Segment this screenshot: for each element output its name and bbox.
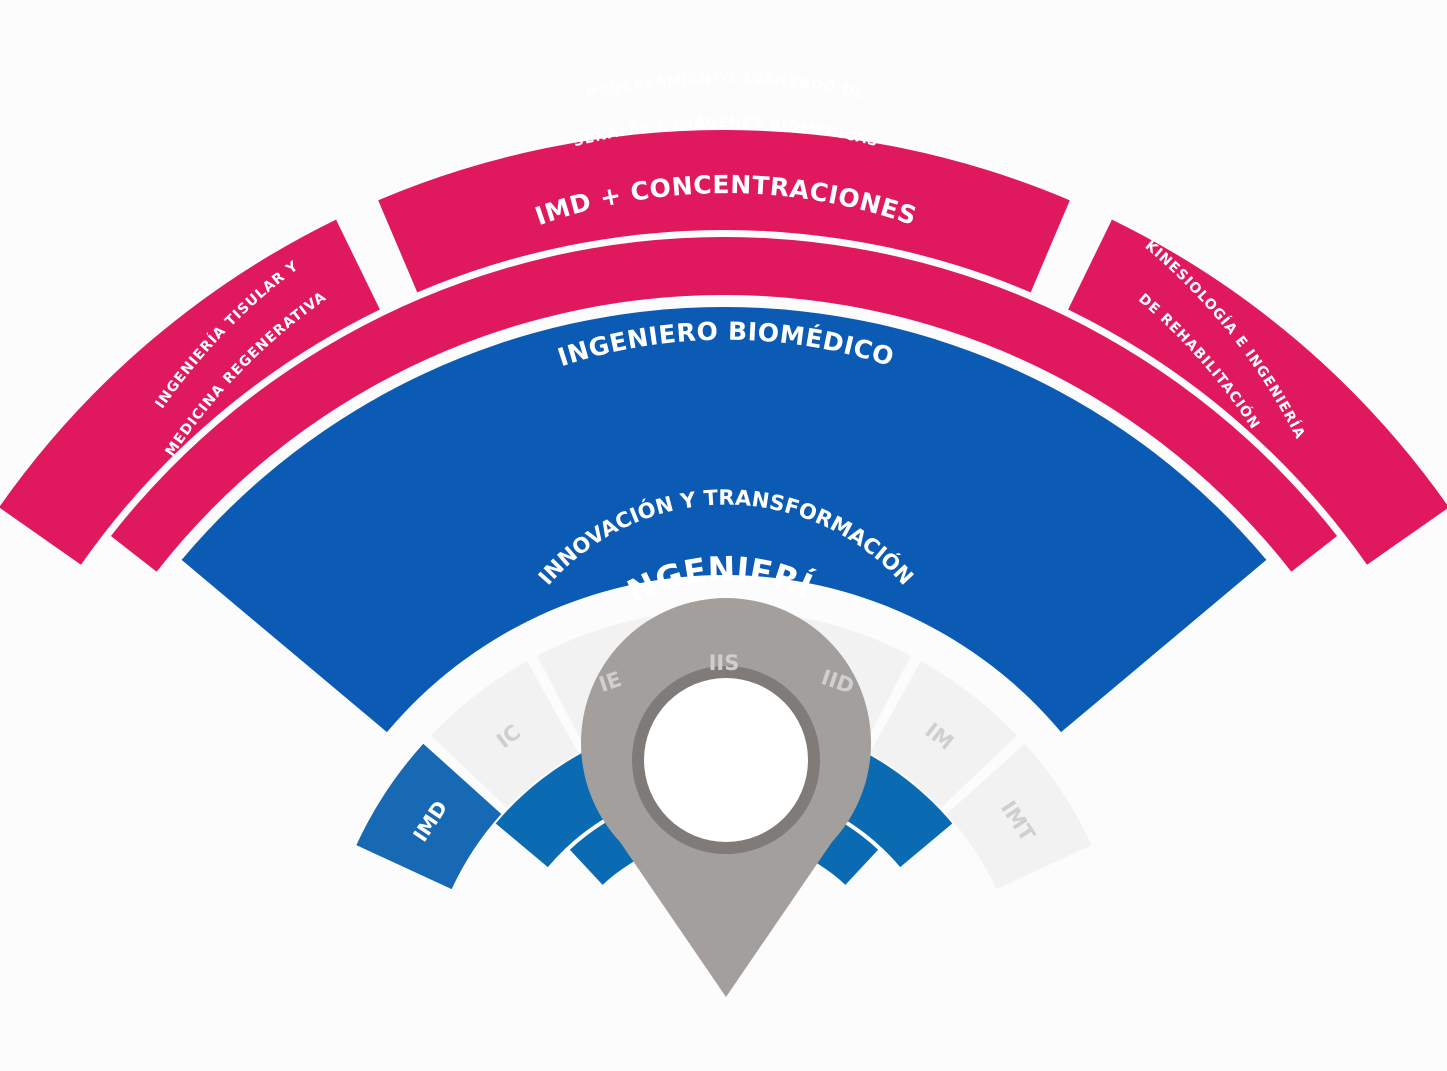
profile-ring [181, 307, 1267, 733]
top-segment-label-line1: PROCESAMIENTO AVANZADO DE [585, 71, 866, 102]
program-block-imd [356, 743, 502, 890]
concentrations-ring [110, 236, 1338, 572]
program-block-imt [946, 743, 1092, 890]
program-block-ic [430, 661, 579, 808]
outer-ring [0, 130, 1447, 565]
outer-segment-right [1068, 219, 1447, 565]
outer-segment-left [0, 219, 380, 565]
outer-segment-top [378, 130, 1070, 293]
program-label-iis: IIS [709, 651, 740, 675]
program-block-im [869, 661, 1018, 808]
map-pin-icon [581, 598, 872, 997]
